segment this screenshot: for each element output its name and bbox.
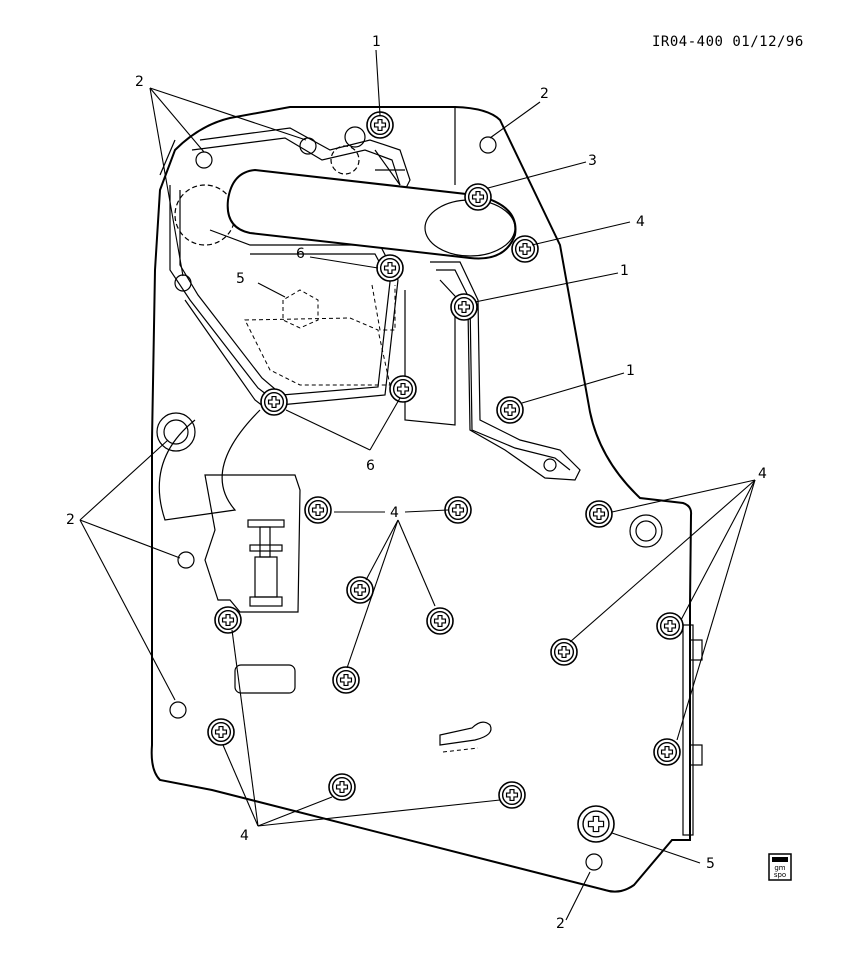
- cover-plate-outline: [150, 106, 693, 893]
- callout-2-bottom: 2: [556, 916, 565, 932]
- bolt-head-icon: [550, 638, 578, 666]
- bolt-head-icon: [511, 235, 539, 263]
- bolt-head-icon: [328, 773, 356, 801]
- bolt-head-icon: [304, 496, 332, 524]
- callout-1-top: 1: [372, 34, 381, 50]
- callout-2-left: 2: [66, 512, 75, 528]
- bolt-head-icon: [450, 293, 478, 321]
- bolt-head-icon: [577, 805, 615, 843]
- bolt-head-icon: [376, 254, 404, 282]
- bolt-head-icon: [653, 738, 681, 766]
- leader-lines: [79, 49, 756, 921]
- callout-4-bottom: 4: [240, 828, 249, 844]
- callout-6-upper: 6: [296, 246, 305, 262]
- callout-6-lower: 6: [366, 458, 375, 474]
- callout-5-lower: 5: [706, 856, 715, 872]
- logo-text-spo: spo: [774, 871, 786, 879]
- bolt-head-icon: [498, 781, 526, 809]
- bolt-head-icon: [426, 607, 454, 635]
- callout-4-upper-right: 4: [636, 214, 645, 230]
- bolt-head-icon: [496, 396, 524, 424]
- drawing-reference-code: IR04-400 01/12/96: [652, 34, 804, 50]
- callout-4-center: 4: [390, 505, 399, 521]
- callout-5-upper: 5: [236, 271, 245, 287]
- bolt-head-icon: [214, 606, 242, 634]
- callout-2-top-right: 2: [540, 86, 549, 102]
- gm-spo-logo: gm spo: [768, 853, 792, 881]
- bolt-head-icon: [366, 111, 394, 139]
- bolt-head-icon: [389, 375, 417, 403]
- callout-labels: 1 2 2 3 4 6 1 5 1 6 4 4 2 4 5 2: [66, 34, 767, 932]
- bolt-head-icon: [207, 718, 235, 746]
- bolt-head-icon: [346, 576, 374, 604]
- bolt-head-icon: [656, 612, 684, 640]
- callout-2-top-left: 2: [135, 74, 144, 90]
- callout-1-lower: 1: [626, 363, 635, 379]
- bolt-head-icon: [260, 388, 288, 416]
- bolt-group: [207, 111, 684, 843]
- callout-4-right: 4: [758, 466, 767, 482]
- logo-text-gm: gm: [774, 864, 785, 872]
- bolt-head-icon: [464, 183, 492, 211]
- callout-3: 3: [588, 153, 597, 169]
- bolt-head-icon: [332, 666, 360, 694]
- bolt-head-icon: [585, 500, 613, 528]
- bolt-head-icon: [444, 496, 472, 524]
- callout-1-mid: 1: [620, 263, 629, 279]
